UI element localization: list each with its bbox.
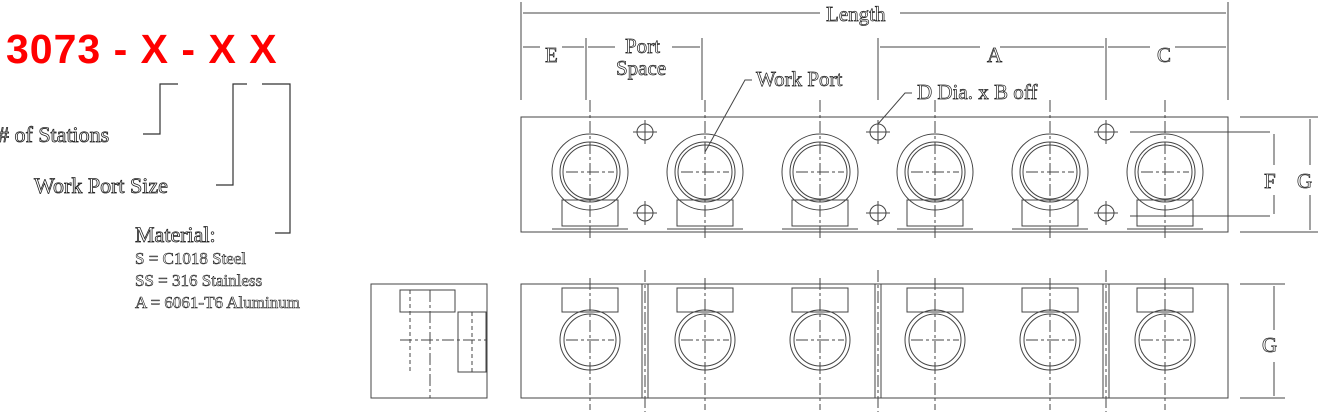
part-number: 3073 - X - X X <box>6 26 278 72</box>
port-base <box>1136 199 1194 227</box>
port-boss <box>896 133 974 211</box>
bottom-port-base <box>561 287 619 313</box>
bottom-port-base <box>1136 287 1194 313</box>
dim-length: Length <box>826 2 886 26</box>
bottom-port-base <box>906 287 964 313</box>
dim-g: G <box>1297 169 1312 193</box>
work-port <box>789 141 851 203</box>
d-dia-leader <box>877 92 912 125</box>
bottom-port-base <box>1021 287 1079 313</box>
bottom-port-inner <box>678 313 732 367</box>
work-port-leader <box>704 79 752 153</box>
material-option: S = C1018 Steel <box>135 249 247 269</box>
port-base <box>906 199 964 227</box>
material-option: SS = 316 Stainless <box>135 271 263 291</box>
bottom-port-inner <box>908 313 962 367</box>
dim-port-space-2: Space <box>616 56 666 80</box>
dim-c: C <box>1157 43 1171 67</box>
bottom-port <box>559 309 621 371</box>
port-base <box>676 199 734 227</box>
port-boss <box>666 133 744 211</box>
work-port <box>559 141 621 203</box>
d-dia-callout: D Dia. x B off <box>917 80 1037 104</box>
port-boss <box>1011 133 1089 211</box>
work-port-inner <box>1022 144 1078 200</box>
leader-port-size <box>216 83 247 186</box>
side-port-boss <box>399 289 456 313</box>
material-label: Material: <box>135 222 216 248</box>
bottom-port-base <box>791 287 849 313</box>
bottom-port <box>674 309 736 371</box>
bottom-port <box>904 309 966 371</box>
bottom-port-inner <box>1023 313 1077 367</box>
leader-material <box>262 83 291 234</box>
dim-g-bottom: G <box>1262 333 1277 357</box>
port-base <box>561 199 619 227</box>
bottom-port-inner <box>563 313 617 367</box>
dim-a: A <box>987 43 1003 67</box>
dim-port-space-1: Port <box>625 34 660 58</box>
bottom-port-inner <box>1138 313 1192 367</box>
work-port-inner <box>907 144 963 200</box>
top-view-plate <box>520 116 1229 233</box>
dim-f: F <box>1264 169 1276 193</box>
work-port <box>1134 141 1196 203</box>
side-view-plate <box>370 283 488 399</box>
work-port-inner <box>1137 144 1193 200</box>
dim-e: E <box>545 43 558 67</box>
work-port-inner <box>562 144 618 200</box>
work-port <box>904 141 966 203</box>
port-size-label: Work Port Size <box>34 173 169 199</box>
leader-stations <box>143 83 178 135</box>
bottom-port-base <box>676 287 734 313</box>
work-port-inner <box>792 144 848 200</box>
work-port <box>1019 141 1081 203</box>
bottom-port-inner <box>793 313 847 367</box>
work-port <box>674 141 736 203</box>
material-option: A = 6061-T6 Aluminum <box>135 293 301 313</box>
work-port-callout: Work Port <box>756 67 843 91</box>
port-base <box>1021 199 1079 227</box>
stations-label: # of Stations <box>0 122 110 148</box>
port-base <box>791 199 849 227</box>
bottom-port <box>1019 309 1081 371</box>
port-boss <box>551 133 629 211</box>
work-port-inner <box>677 144 733 200</box>
port-boss <box>781 133 859 211</box>
bottom-port <box>1134 309 1196 371</box>
bottom-port <box>789 309 851 371</box>
port-boss <box>1126 133 1204 211</box>
